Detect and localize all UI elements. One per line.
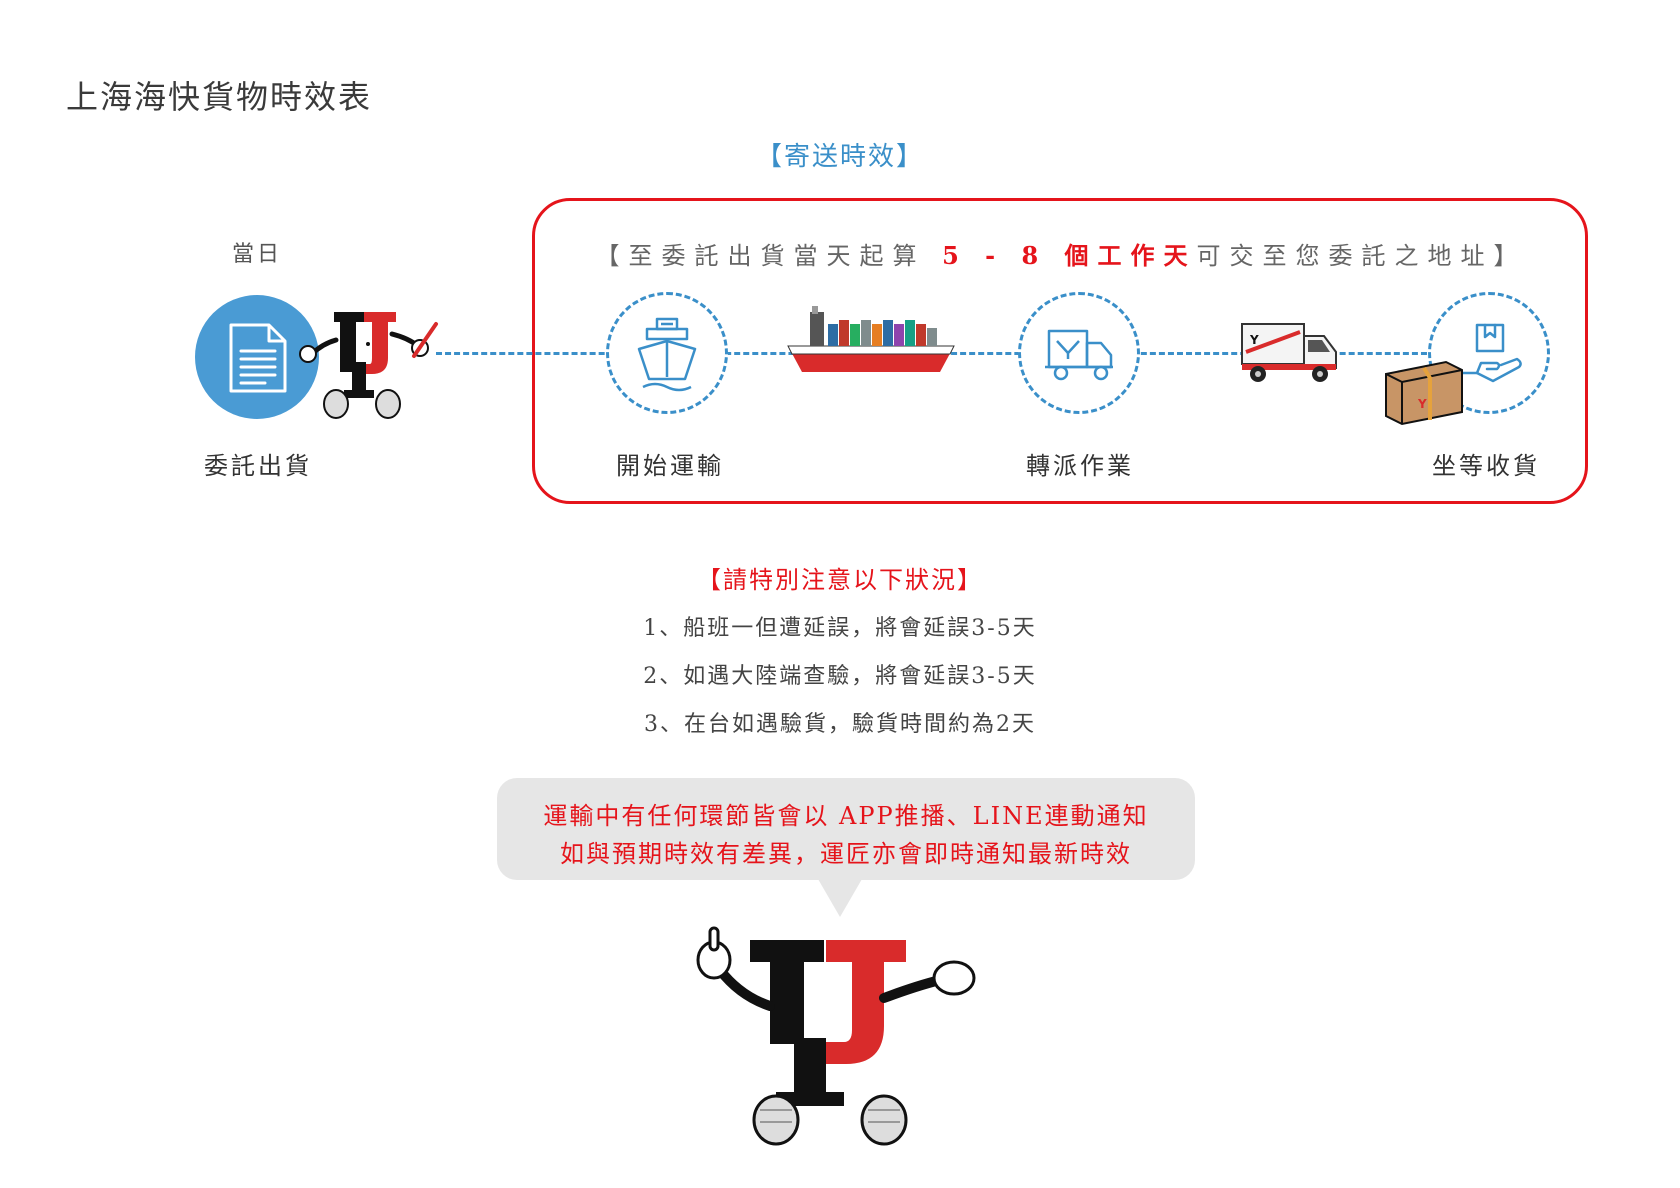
document-icon <box>195 295 319 419</box>
timeline-note-prefix: 【至委託出貨當天起算 <box>595 242 943 270</box>
notice-title: 【請特別注意以下狀況】 <box>697 566 983 594</box>
mascot-small-icon <box>296 304 466 424</box>
speech-bubble <box>497 778 1195 880</box>
notice-item: 3、在台如遇驗貨，驗貨時間約為2天 <box>644 712 1036 737</box>
delivery-time-box <box>532 198 1588 504</box>
svg-text:Y: Y <box>1417 397 1427 411</box>
step-label-dispatch: 轉派作業 <box>1026 452 1134 480</box>
bubble-line-2: 如與預期時效有差異，運匠亦會即時通知最新時效 <box>560 840 1132 868</box>
bubble-line-1: 運輸中有任何環節皆會以 APP推播、LINE連動通知 <box>543 802 1149 830</box>
delivery-truck-icon: Y <box>1240 322 1340 384</box>
notice-item: 1、船班一但遭延誤，將會延誤3-5天 <box>643 616 1037 641</box>
notice-item: 2、如遇大陸端查驗，將會延誤3-5天 <box>643 664 1037 689</box>
step-label-start-transport: 開始運輸 <box>616 452 724 480</box>
timeline-note-highlight: 5 - 8 個工作天 <box>942 241 1197 270</box>
ship-icon <box>606 292 728 414</box>
today-label: 當日 <box>231 242 282 267</box>
step-label-consign: 委託出貨 <box>204 452 312 480</box>
step-label-await-delivery: 坐等收貨 <box>1432 452 1540 480</box>
timeline-note-suffix: 可交至您委託之地址】 <box>1196 242 1527 270</box>
timeline-note: 【至委託出貨當天起算 5 - 8 個工作天可交至您委託之地址】 <box>536 236 1586 271</box>
container-ship-icon <box>784 302 964 378</box>
package-box-icon: Y <box>1384 360 1466 426</box>
svg-text:Y: Y <box>1249 333 1259 347</box>
mascot-large-icon <box>680 926 1020 1146</box>
page-title: 上海海快貨物時效表 <box>66 78 373 116</box>
truck-icon <box>1018 292 1140 414</box>
speech-bubble-tail <box>818 879 862 917</box>
section-title: 【寄送時效】 <box>755 142 924 172</box>
